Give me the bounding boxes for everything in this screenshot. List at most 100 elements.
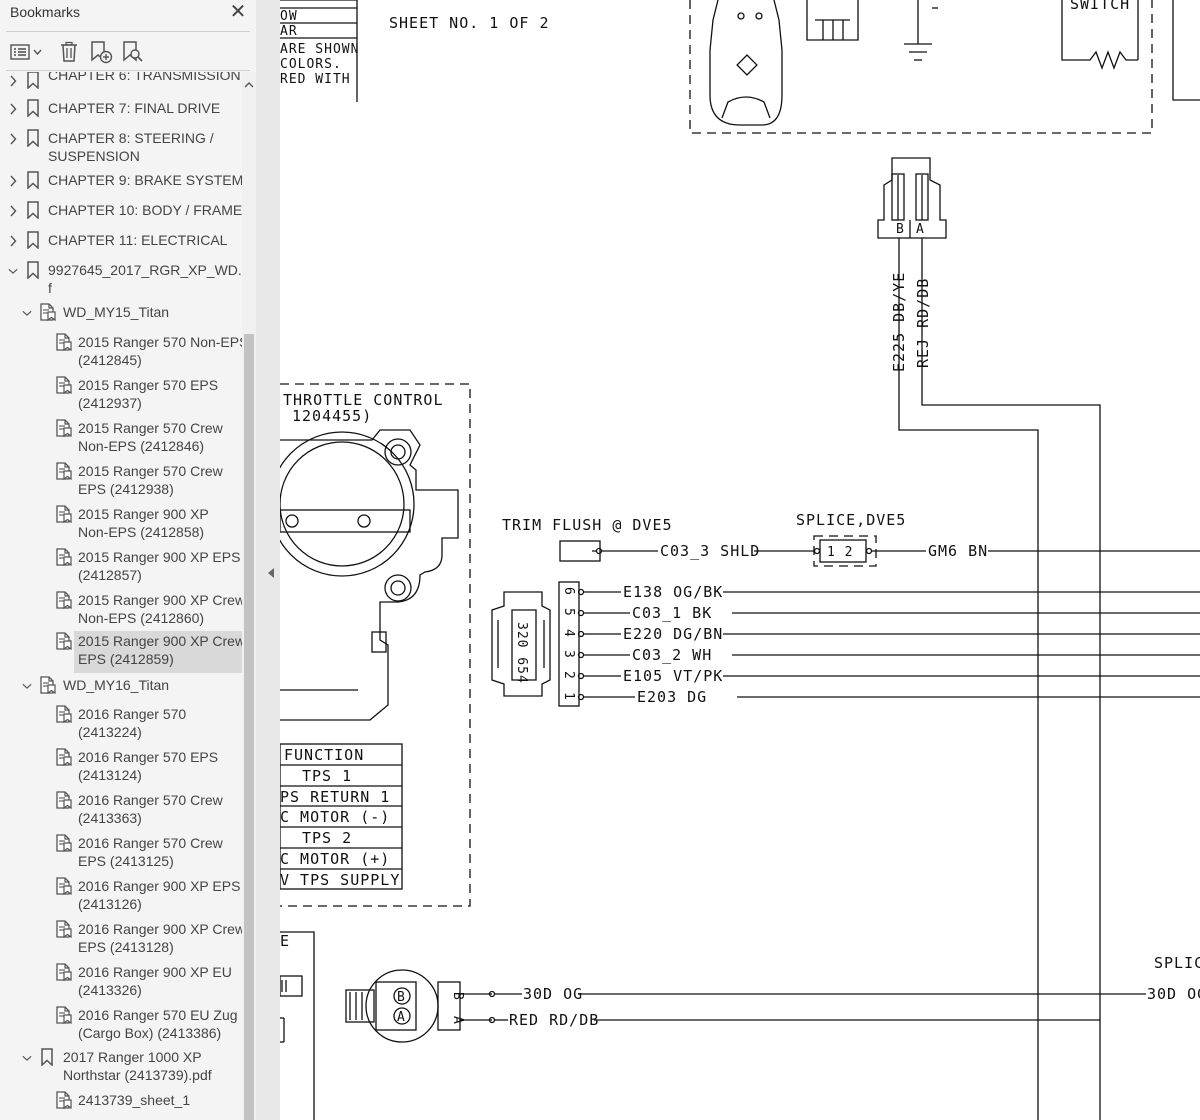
bookmark-label: 2015 Ranger 570 Non-EPS bbox=[78, 334, 242, 350]
bookmark-item[interactable]: 2016 Ranger 570(2413224) bbox=[0, 704, 242, 746]
close-icon[interactable]: ✕ bbox=[229, 1, 247, 23]
harness-connector-ba: B A bbox=[877, 157, 947, 239]
bookmark-item[interactable]: 2016 Ranger 570 EPS(2413124) bbox=[0, 747, 242, 789]
bookmark-label: 2016 Ranger 570 bbox=[78, 706, 187, 722]
bookmark-item[interactable]: CHAPTER 9: BRAKE SYSTEM bbox=[0, 170, 242, 198]
wire-e225: E225 DB/YE bbox=[890, 272, 908, 372]
chevron-down-icon[interactable] bbox=[22, 680, 32, 692]
chevron-right-icon[interactable] bbox=[8, 133, 18, 145]
page-bookmark-icon bbox=[56, 548, 72, 567]
bookmark-label-line2: Northstar (2413739).pdf bbox=[63, 1067, 212, 1083]
document-view[interactable]: OW AR ARE SHOWN COLORS. RED WITH SHEET N… bbox=[280, 0, 1200, 1120]
bookmark-label-line2: (2412937) bbox=[78, 395, 142, 411]
bookmark-label-line2: (2413126) bbox=[78, 896, 142, 912]
scroll-thumb[interactable] bbox=[244, 334, 254, 1120]
page-bookmark-icon bbox=[56, 591, 72, 610]
bookmark-item[interactable]: 2016 Ranger 900 XP EU(2413326) bbox=[0, 962, 242, 1004]
delete-bookmark-button[interactable] bbox=[56, 38, 82, 66]
connector-code: 320 654 bbox=[514, 622, 529, 684]
page-bookmark-icon bbox=[56, 1091, 72, 1110]
bookmark-icon bbox=[26, 231, 42, 250]
bookmark-item[interactable]: CHAPTER 6: TRANSMISSION bbox=[0, 72, 242, 90]
wire-rej: REJ RD/DB bbox=[914, 278, 932, 368]
wire-red: RED RD/DB bbox=[509, 1011, 599, 1029]
bookmark-label: 2016 Ranger 570 Crew bbox=[78, 792, 223, 808]
svg-text:A: A bbox=[397, 1010, 406, 1025]
chevron-down-icon[interactable] bbox=[8, 265, 18, 277]
svg-text:B: B bbox=[397, 990, 406, 1005]
bookmark-label: 2016 Ranger 570 Crew bbox=[78, 835, 223, 851]
bookmark-search-button[interactable] bbox=[120, 38, 146, 66]
bookmark-label: CHAPTER 9: BRAKE SYSTEM bbox=[48, 172, 242, 188]
bookmark-item[interactable]: 2017 Ranger 1000 XP Northstar (2413739).p… bbox=[0, 1047, 242, 1089]
table-cell: PS RETURN 1 bbox=[280, 788, 390, 806]
bookmark-label: 2015 Ranger 570 EPS bbox=[78, 377, 219, 393]
bookmark-item[interactable]: 2015 Ranger 570 EPS (2412937) bbox=[0, 375, 242, 417]
panel-splitter[interactable] bbox=[256, 0, 280, 1120]
chevron-right-icon[interactable] bbox=[8, 103, 18, 115]
wire-label: C03_2 WH bbox=[632, 646, 712, 664]
note-line: COLORS. bbox=[280, 57, 342, 72]
bookmark-label-line2: f bbox=[48, 280, 52, 296]
bookmark-label: 9927645_2017_RGR_XP_WD.pd bbox=[48, 262, 242, 278]
sheet-number: SHEET NO. 1 OF 2 bbox=[389, 14, 550, 32]
page-bookmark-icon bbox=[56, 376, 72, 395]
page-bookmark-icon bbox=[56, 791, 72, 810]
page-bookmark-icon bbox=[56, 462, 72, 481]
bookmark-icon bbox=[26, 201, 42, 220]
table-cell: TPS 2 bbox=[302, 829, 352, 847]
bookmark-label-line2: EPS (2413128) bbox=[78, 939, 174, 955]
collapse-panel-arrow[interactable] bbox=[266, 566, 276, 580]
bookmark-icon bbox=[26, 171, 42, 190]
bookmark-item[interactable]: 2016 Ranger 900 XP EPS(2413126) bbox=[0, 876, 242, 918]
splice-right-label: SPLIC bbox=[1154, 954, 1200, 972]
chevron-right-icon[interactable] bbox=[8, 175, 18, 187]
bookmark-label: 2015 Ranger 570 Crew bbox=[78, 463, 223, 479]
scroll-up-arrow[interactable] bbox=[242, 78, 256, 92]
chevron-right-icon[interactable] bbox=[8, 205, 18, 217]
chevron-right-icon[interactable] bbox=[8, 235, 18, 247]
bookmark-item[interactable]: CHAPTER 10: BODY / FRAME bbox=[0, 200, 242, 228]
bookmark-item[interactable]: WD_MY15_Titan bbox=[0, 302, 242, 330]
six-pin-connector: 320 654 bbox=[491, 581, 580, 707]
wire-30d-right: 30D OG bbox=[1147, 985, 1200, 1003]
bookmark-label: 2017 Ranger 1000 XP bbox=[63, 1049, 202, 1065]
note-line: OW bbox=[280, 9, 298, 24]
bookmark-label: WD_MY16_Titan bbox=[63, 677, 170, 693]
table-cell: FUNCTION bbox=[284, 746, 364, 764]
chevron-right-icon[interactable] bbox=[8, 75, 18, 87]
chevron-down-icon[interactable] bbox=[22, 1052, 32, 1064]
bookmark-item[interactable]: CHAPTER 8: STEERING /SUSPENSION bbox=[0, 128, 242, 170]
tree-scrollbar[interactable] bbox=[242, 72, 256, 1120]
lower-e-label: E bbox=[280, 932, 290, 950]
bookmark-item[interactable]: WD_MY16_Titan bbox=[0, 675, 242, 703]
bookmark-item[interactable]: 2015 Ranger 900 XP EPS(2412857) bbox=[0, 547, 242, 589]
bookmark-item[interactable]: CHAPTER 11: ELECTRICAL bbox=[0, 230, 242, 258]
chevron-down-icon[interactable] bbox=[22, 307, 32, 319]
new-bookmark-button[interactable] bbox=[88, 38, 114, 66]
sensor-housing: SWITCH bbox=[689, 0, 1200, 134]
bookmark-item[interactable]: 2413739_sheet_1 bbox=[0, 1090, 242, 1118]
wire-label: E105 VT/PK bbox=[623, 667, 723, 685]
pin-number: 6 bbox=[561, 587, 576, 596]
options-menu-button[interactable] bbox=[8, 38, 44, 66]
bookmark-label-line2: (2413363) bbox=[78, 810, 142, 826]
bookmarks-header: Bookmarks ✕ bbox=[0, 0, 256, 30]
bookmark-item[interactable]: CHAPTER 7: FINAL DRIVE bbox=[0, 98, 242, 126]
bookmark-item[interactable]: 2016 Ranger 570 EU Zug(Cargo Box) (24133… bbox=[0, 1005, 242, 1047]
bookmark-label: 2015 Ranger 900 XP Crew bbox=[78, 633, 242, 649]
throttle-box bbox=[280, 383, 471, 907]
page-bookmark-icon bbox=[56, 632, 72, 651]
divider bbox=[6, 31, 250, 32]
bookmark-item[interactable]: 2016 Ranger 570 Crew (2413363) bbox=[0, 790, 242, 832]
bookmark-item[interactable]: 2015 Ranger 570 Non-EPS(2412845) bbox=[0, 332, 242, 374]
wire-gm6: GM6 BN bbox=[928, 542, 988, 560]
